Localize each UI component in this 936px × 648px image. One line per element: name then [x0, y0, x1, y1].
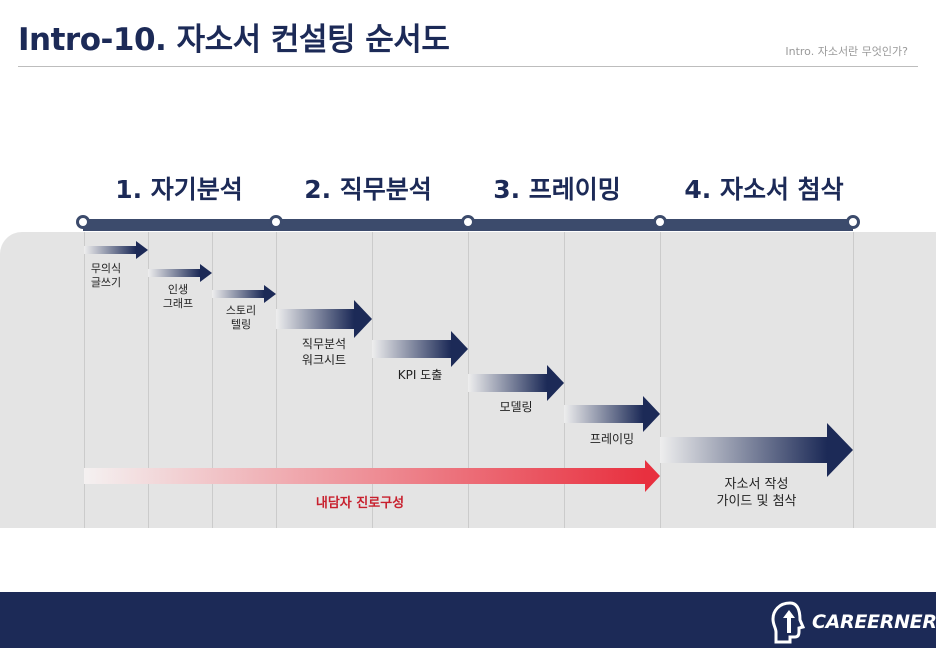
step-arrow [212, 285, 276, 303]
phase-label-framing: 3. 프레이밍 [493, 175, 621, 204]
step-label-modeling: 모델링 [499, 400, 533, 414]
grid-line [660, 232, 661, 528]
grid-line [276, 232, 277, 528]
step-arrow [276, 300, 372, 338]
timeline-node [461, 215, 475, 229]
step-arrow [372, 331, 468, 367]
section-subtitle: Intro. 자소서란 무엇인가? [785, 45, 908, 58]
timeline-node [846, 215, 860, 229]
careerners-logo-icon [771, 601, 806, 644]
step-label-kpi: KPI 도출 [397, 368, 443, 382]
timeline-node [76, 215, 90, 229]
grid-line [84, 232, 85, 528]
footer-bar [0, 592, 936, 648]
header-divider [18, 66, 918, 67]
brand-logo-text: CAREERNERS [812, 611, 936, 633]
step-label-framing: 프레이밍 [589, 432, 635, 446]
phase-label-job-analysis: 2. 직무분석 [304, 175, 432, 204]
grid-line [564, 232, 565, 528]
step-arrow-large [660, 423, 853, 477]
step-arrow [148, 264, 212, 282]
grid-line [853, 232, 854, 528]
step-arrow [564, 396, 660, 432]
page-title: Intro-10. 자소서 컨설팅 순서도 [18, 22, 450, 58]
red-arrow [84, 460, 660, 492]
red-arrow-label: 내담자 진로구성 [315, 496, 405, 511]
phase-label-self-analysis: 1. 자기분석 [115, 175, 243, 204]
grid-line [212, 232, 213, 528]
grid-line [372, 232, 373, 528]
grid-line [148, 232, 149, 528]
step-arrow [84, 241, 148, 259]
phase-label-resume-editing: 4. 자소서 첨삭 [684, 175, 844, 204]
step-arrow [468, 365, 564, 401]
timeline-node [653, 215, 667, 229]
timeline-node [269, 215, 283, 229]
